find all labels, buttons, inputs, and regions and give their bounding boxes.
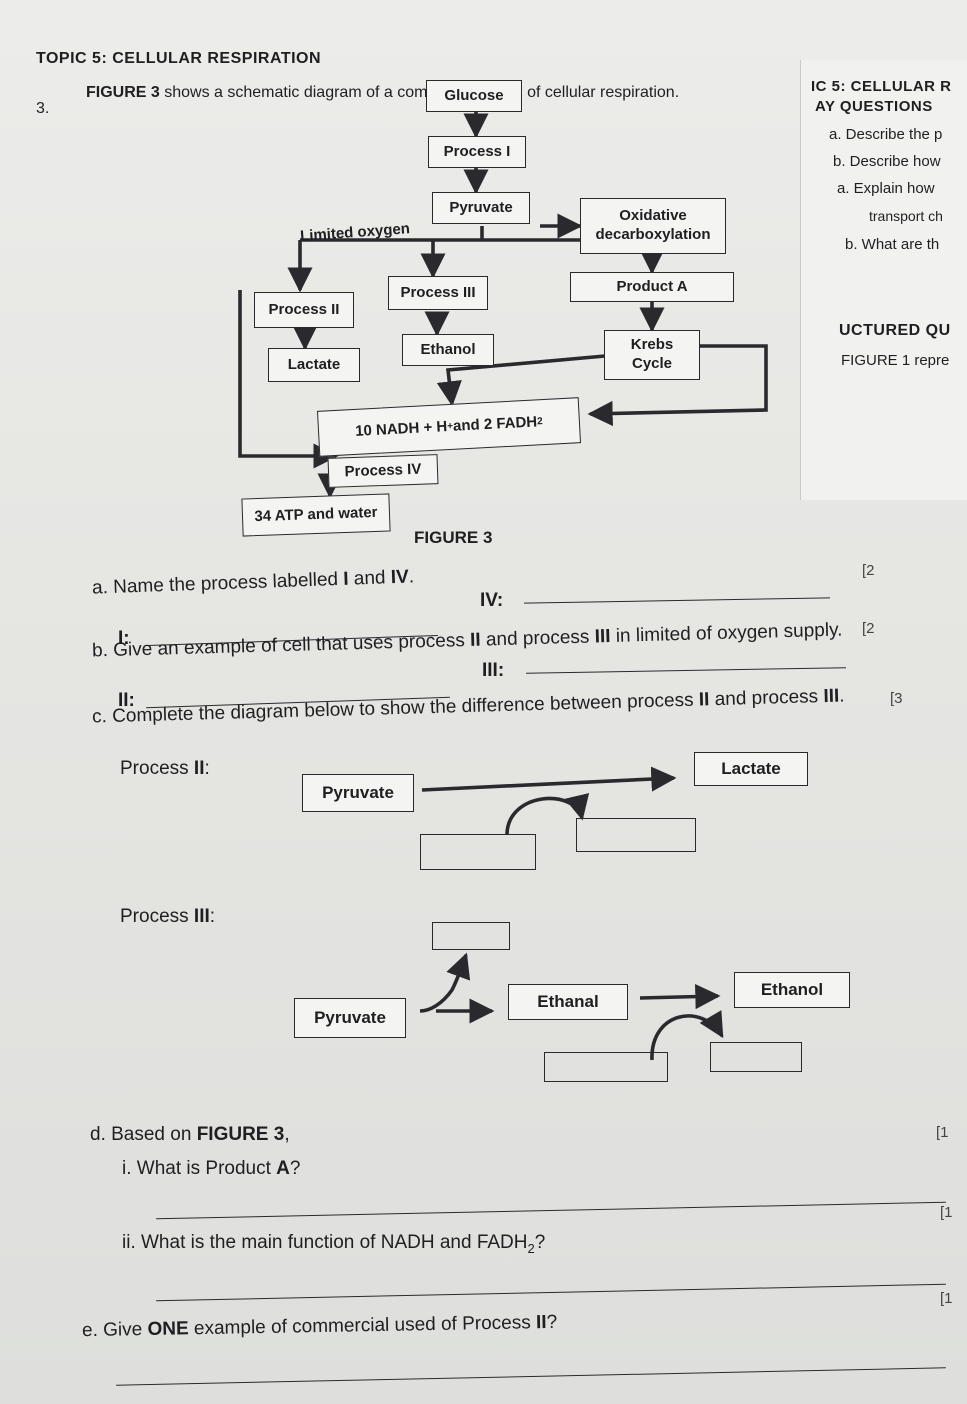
process-2-box: Process II [254,292,354,328]
back-page-figure1: FIGURE 1 repre [841,352,950,369]
back-page-line-transport: transport ch [869,208,943,224]
fadh-subscript: 2 [536,415,543,428]
question-d-ii-subscript: 2 [527,1240,535,1256]
fadh-text: and 2 FADH [452,413,538,435]
question-b-bold-ii: II [469,629,481,651]
mark-d-ii: [1 [940,1204,953,1221]
back-page-subtitle: AY QUESTIONS [815,98,933,115]
process-3-heading-text: Process [120,906,194,927]
figure-caption: FIGURE 3 [414,528,493,547]
question-d-end: , [284,1124,290,1145]
back-page-line-a1: a. Describe the p [829,126,943,143]
mark-c: [3 [890,690,903,707]
pyruvate-box-iii: Pyruvate [294,998,406,1038]
ethanol-box-iii: Ethanol [734,972,850,1008]
intro-text: shows a schematic diagram of a complete … [159,84,680,101]
question-number: 3. [36,100,50,117]
glucose-box: Glucose [426,80,522,112]
mark-b: [2 [862,620,875,637]
back-page-line-b1: b. Describe how [833,153,941,170]
blank-box-iii-left[interactable] [544,1052,668,1082]
blank-box-ii-left[interactable] [420,834,536,870]
krebs-cycle-box: Krebs Cycle [604,330,700,380]
pyruvate-box: Pyruvate [432,192,530,224]
back-page: IC 5: CELLULAR R AY QUESTIONS a. Describ… [800,60,967,500]
question-b-bold-iii: III [594,626,611,648]
answer-ii-label: II: [118,690,135,711]
question-e-bold: ONE [147,1318,189,1341]
blank-box-iii-right[interactable] [710,1042,802,1072]
answer-i-label: I: [118,628,130,649]
blank-box-ii-right[interactable] [576,818,696,852]
question-d-i: i. What is Product A? [122,1158,300,1180]
topic-title: TOPIC 5: CELLULAR RESPIRATION [36,50,322,67]
question-a-end: . [408,566,415,588]
question-b-and: and process [480,626,595,651]
ethanol-box: Ethanol [402,334,494,366]
intro-figure-ref: FIGURE 3 [86,84,160,101]
answer-iv-label: IV: [480,590,504,611]
decarboxylation-label: decarboxylation [595,226,711,243]
process-4-box: Process IV [327,454,439,488]
ethanal-box: Ethanal [508,984,628,1020]
question-d-i-bold: A [276,1158,290,1179]
question-c-end: . [838,685,845,707]
back-page-structured: UCTURED QU [839,322,951,339]
question-c-bold-iii: III [823,685,840,708]
question-a-bold-iv: IV [390,566,410,589]
question-a-and: and [348,567,392,590]
nadh-text: 10 NADH + H [354,417,448,440]
process-2-heading-bold: II [193,758,205,779]
question-d-i-text: i. What is Product [122,1158,277,1179]
question-d-bold: FIGURE 3 [196,1124,285,1145]
question-d: d. Based on FIGURE 3, [90,1124,290,1146]
question-d-ii: ii. What is the main function of NADH an… [122,1232,545,1256]
mark-d-i: [1 [936,1124,949,1141]
krebs-label: Krebs [630,336,674,354]
pyruvate-box-ii: Pyruvate [302,774,414,812]
lactate-box: Lactate [268,348,360,382]
question-d-ii-end: ? [534,1232,546,1253]
question-d-ii-text: ii. What is the main function of NADH an… [122,1232,528,1253]
question-e-text: e. Give [81,1319,148,1342]
question-e-end: ? [546,1311,558,1334]
question-c-and: and process [709,686,824,711]
atp-water-box: 34 ATP and water [241,493,391,537]
back-page-line-b2: b. What are th [845,236,940,253]
back-page-topic: IC 5: CELLULAR R [811,78,952,95]
process-2-heading-colon: : [204,758,210,779]
question-c-bold-ii: II [698,689,710,711]
product-a-box: Product A [570,272,734,302]
process-2-heading-text: Process [120,758,194,779]
process-3-heading-bold: III [193,906,210,927]
process-3-heading: Process III: [120,906,215,928]
process-3-box: Process III [388,276,488,310]
question-d-text: d. Based on [90,1124,197,1145]
oxidative-label: Oxidative [619,207,687,225]
blank-box-iii-top[interactable] [432,922,510,950]
process-3-heading-colon: : [209,906,216,927]
back-page-line-a2: a. Explain how [837,180,935,197]
lactate-box-ii: Lactate [694,752,808,786]
process-2-heading: Process II: [120,758,210,780]
process-1-box: Process I [428,136,526,168]
oxidative-decarboxylation-box: Oxidative decarboxylation [580,198,726,254]
question-e-bold-ii: II [535,1312,547,1334]
question-intro: FIGURE 3 shows a schematic diagram of a … [86,84,786,102]
question-d-i-end: ? [289,1158,301,1179]
mark-e: [1 [940,1290,953,1307]
cycle-label: Cycle [631,355,673,372]
mark-a: [2 [862,562,875,579]
answer-iii-label: III: [482,660,505,681]
